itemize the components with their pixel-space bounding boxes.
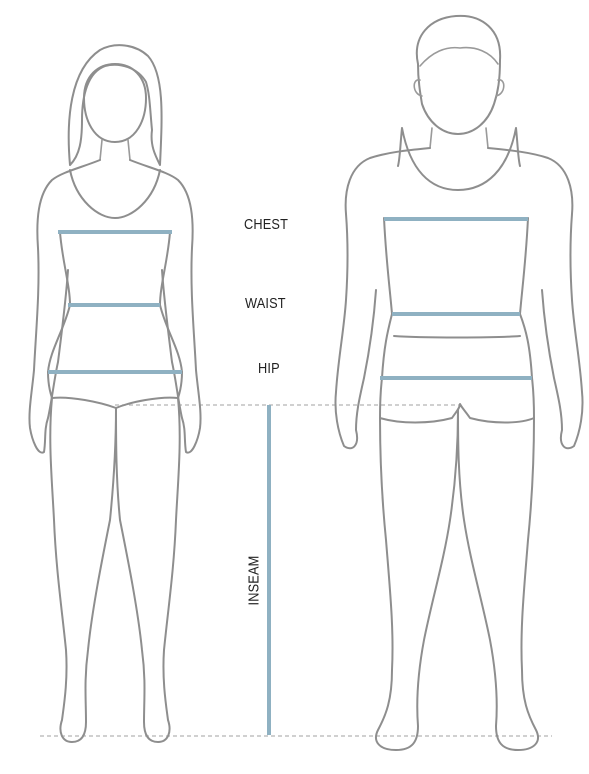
male-shorts xyxy=(380,314,534,423)
male-hair-line xyxy=(420,48,498,66)
male-ears xyxy=(414,80,504,96)
female-briefs xyxy=(48,372,182,408)
male-right-leg xyxy=(458,410,538,750)
female-top xyxy=(60,170,170,305)
female-figure xyxy=(29,45,200,742)
male-left-arm xyxy=(335,148,430,448)
waist-label: WAIST xyxy=(245,295,286,312)
inseam-label: INSEAM xyxy=(246,553,263,607)
female-left-leg xyxy=(50,398,116,742)
chest-label: CHEST xyxy=(244,216,288,233)
female-torso xyxy=(48,305,182,372)
male-right-arm xyxy=(488,148,583,448)
male-head xyxy=(417,16,500,134)
male-left-leg xyxy=(376,410,458,750)
female-right-leg xyxy=(116,398,180,742)
male-figure xyxy=(335,16,582,750)
male-neck xyxy=(430,128,488,148)
hip-label: HIP xyxy=(258,360,280,377)
